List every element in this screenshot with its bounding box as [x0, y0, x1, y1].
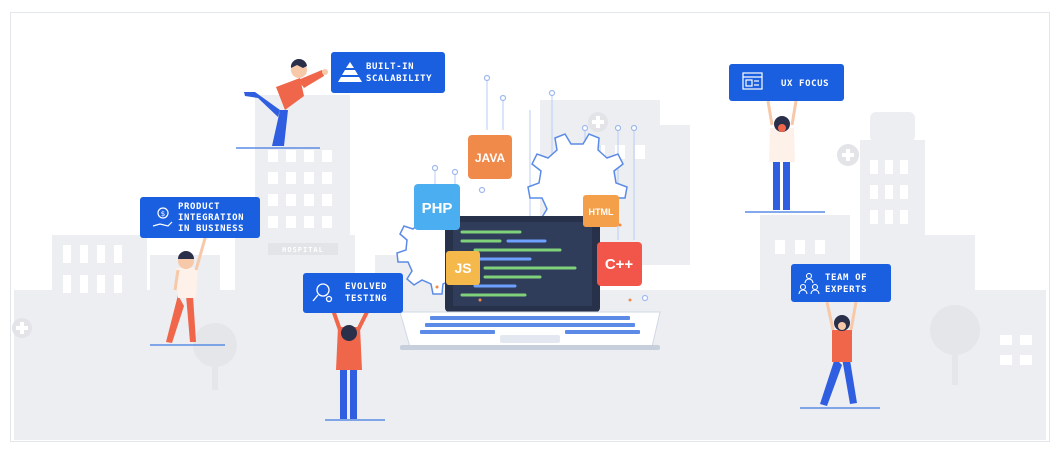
team-label: TEAM OF EXPERTS — [791, 264, 891, 302]
pyramid-icon — [338, 62, 362, 82]
team-people-icon — [798, 272, 820, 295]
hospital-sign — [268, 243, 338, 255]
js-badge: JS — [446, 251, 480, 285]
cpp-badge: C++ — [597, 242, 642, 286]
svg-text:JS: JS — [454, 260, 471, 276]
svg-text:INTEGRATION: INTEGRATION — [178, 213, 244, 223]
html-badge: HTML — [583, 195, 619, 227]
testing-label: EVOLVED TESTING — [303, 273, 403, 313]
person-ux — [745, 100, 825, 213]
integration-label: $ PRODUCT INTEGRATION IN BUSINESS — [140, 197, 260, 238]
sparkle-dots — [435, 174, 632, 302]
svg-text:PRODUCT: PRODUCT — [178, 202, 220, 212]
java-badge: JAVA — [468, 135, 512, 179]
svg-text:$: $ — [161, 210, 165, 218]
connection-dots — [431, 74, 649, 302]
ux-label: UX FOCUS — [729, 64, 844, 101]
svg-text:EXPERTS: EXPERTS — [825, 285, 867, 295]
svg-text:BUILT-IN: BUILT-IN — [366, 62, 414, 72]
svg-text:TEAM OF: TEAM OF — [825, 273, 867, 283]
svg-text:TESTING: TESTING — [345, 294, 387, 304]
keyboard — [420, 316, 640, 334]
hospital-cross-icon — [12, 112, 859, 338]
person-testing — [325, 309, 385, 421]
svg-text:SCALABILITY: SCALABILITY — [366, 74, 432, 84]
code-lines — [460, 230, 577, 297]
svg-text:JAVA: JAVA — [475, 151, 506, 165]
php-badge: PHP — [414, 184, 460, 230]
person-team — [800, 301, 880, 409]
person-integration — [150, 234, 225, 346]
magnifier-bug-icon — [312, 283, 333, 303]
svg-text:HTML: HTML — [589, 207, 614, 217]
hospital-sign-text: HOSPITAL — [282, 246, 324, 254]
svg-text:C++: C++ — [605, 256, 634, 273]
svg-text:PHP: PHP — [422, 200, 453, 217]
svg-text:IN BUSINESS: IN BUSINESS — [178, 224, 244, 234]
browser-layout-icon — [742, 72, 763, 90]
tree-icon — [193, 305, 980, 390]
money-hand-icon: $ — [152, 207, 173, 227]
scalability-label: BUILT-IN SCALABILITY — [331, 52, 445, 93]
person-scalability — [236, 58, 328, 149]
svg-text:UX FOCUS: UX FOCUS — [781, 79, 829, 89]
svg-text:EVOLVED: EVOLVED — [345, 282, 387, 292]
